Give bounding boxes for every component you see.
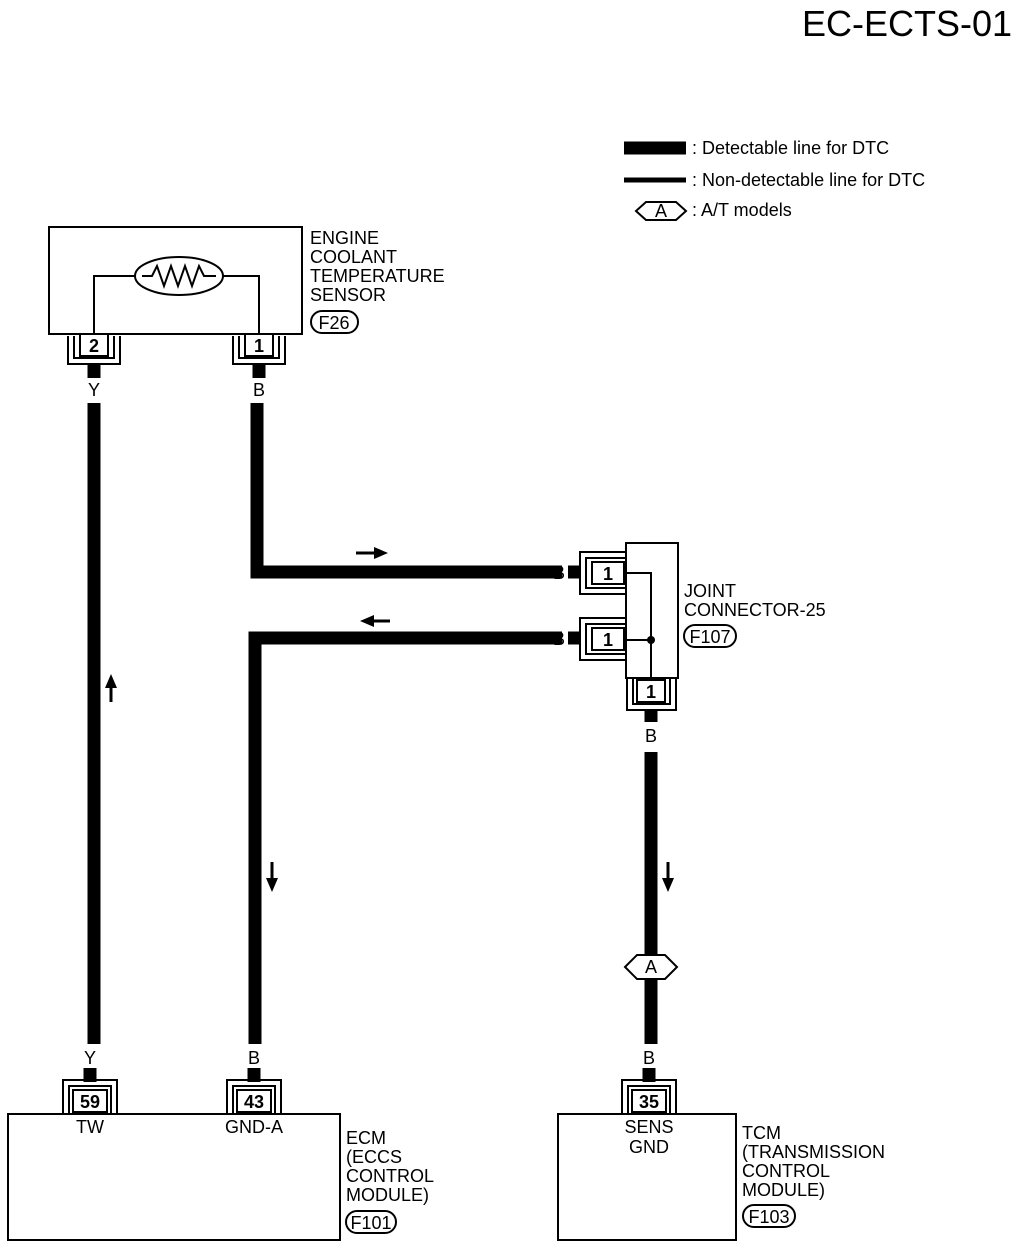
joint-connector-badge [683, 624, 737, 648]
tcm-name-line-4: MODULE) [742, 1180, 825, 1200]
legend: : Detectable line for DTC : Non-detectab… [624, 138, 925, 221]
sensor-internal-wire-left [93, 275, 136, 334]
arrow-down-icon [662, 862, 674, 892]
ecm-module: Y B 59 43 TW GND-A ECM (ECCS CONTROL MOD… [7, 1048, 434, 1241]
wire-color-b-joint-mid: B [553, 629, 565, 649]
ecm-connector-badge [345, 1210, 397, 1234]
joint-name-line-1: JOINT [684, 581, 736, 601]
page-id: EC-ECTS-01 [802, 3, 1012, 44]
legend-non-detectable-text: : Non-detectable line for DTC [692, 170, 925, 190]
joint-pin-mid-box [591, 627, 625, 651]
ecm-name-line-4: MODULE) [346, 1185, 429, 1205]
sensor-pin-1-box [244, 333, 274, 357]
ecm-body [7, 1113, 341, 1241]
ecm-terminal-gnd-a: GND-A [225, 1117, 283, 1137]
wire-b-joint-to-ecm [248, 631, 562, 1044]
legend-at-symbol-letter: A [655, 201, 667, 221]
ecm-terminal-tw: TW [76, 1117, 104, 1137]
sensor-pin-2: 2 [89, 336, 99, 356]
at-marker-letter: A [645, 957, 657, 977]
coolant-temperature-sensor: ENGINE COOLANT TEMPERATURE SENSOR F26 2 … [48, 226, 445, 400]
tcm-terminal-line-2: GND [629, 1137, 669, 1157]
arrow-left-icon [360, 615, 390, 627]
ecm-pin-43-box [236, 1089, 272, 1113]
tcm-connector-id: F103 [748, 1207, 789, 1227]
joint-pin-mid: 1 [603, 630, 613, 650]
sensor-name-line-3: TEMPERATURE [310, 266, 445, 286]
wire-b-sensor-to-joint [250, 403, 562, 579]
wire-color-b-joint-bottom: B [645, 726, 657, 746]
ecm-name-line-1: ECM [346, 1128, 386, 1148]
joint-connector-id: F107 [689, 627, 730, 647]
signal-arrows [105, 547, 674, 892]
legend-detectable-text: : Detectable line for DTC [692, 138, 889, 158]
tcm-name-line-3: CONTROL [742, 1161, 830, 1181]
ecm-pin-43: 43 [244, 1092, 264, 1112]
arrow-right-icon [356, 547, 388, 559]
ecm-pin-43-bracket [226, 1079, 282, 1114]
legend-at-models-text: : A/T models [692, 200, 792, 220]
wires [87, 403, 658, 1044]
tcm-pin-35: 35 [639, 1092, 659, 1112]
sensor-connector-badge [310, 310, 359, 334]
tcm-module: B 35 SENS GND TCM (TRANSMISSION CONTROL … [557, 1048, 885, 1241]
tcm-connector-badge [742, 1204, 796, 1228]
joint-pin-bottom-box [636, 679, 666, 703]
legend-at-symbol [634, 201, 688, 221]
sensor-name-line-4: SENSOR [310, 285, 386, 305]
wire-color-y-bottom: Y [84, 1048, 96, 1068]
tcm-pin-35-bracket [621, 1079, 677, 1114]
sensor-name-line-2: COOLANT [310, 247, 397, 267]
tcm-pin-35-box [631, 1089, 667, 1113]
joint-pin-bottom: 1 [646, 682, 656, 702]
wire-color-y-top: Y [88, 380, 100, 400]
resistor-zigzag-icon [142, 262, 216, 290]
tcm-body [557, 1113, 737, 1241]
sensor-name-line-1: ENGINE [310, 228, 379, 248]
arrow-down-icon [266, 862, 278, 892]
ecm-pin-59-bracket [62, 1079, 118, 1114]
wire-color-b-tcm: B [643, 1048, 655, 1068]
wire-color-b-ecm: B [248, 1048, 260, 1068]
ecm-pin-59-box [72, 1089, 108, 1113]
at-model-marker: A [623, 954, 679, 980]
tcm-terminal-line-1: SENS [624, 1117, 673, 1137]
joint-pin-top-box [591, 561, 625, 585]
at-marker-symbol [623, 954, 679, 980]
joint-pin-top: 1 [603, 564, 613, 584]
joint-connector-25: 1 B 1 B 1 B JOINT CONNECTOR-25 F107 [553, 542, 826, 746]
arrow-up-icon [105, 674, 117, 702]
wire-color-b-joint-top: B [553, 563, 565, 583]
ecm-name-line-3: CONTROL [346, 1166, 434, 1186]
tcm-name-line-1: TCM [742, 1123, 781, 1143]
joint-name-line-2: CONNECTOR-25 [684, 600, 826, 620]
ecm-connector-id: F101 [350, 1213, 391, 1233]
ecm-pin-59: 59 [80, 1092, 100, 1112]
sensor-internal-wire-right [222, 275, 260, 334]
joint-splice-dot [647, 636, 655, 644]
tcm-name-line-2: (TRANSMISSION [742, 1142, 885, 1162]
ecm-name-line-2: (ECCS [346, 1147, 402, 1167]
sensor-pin-1: 1 [254, 336, 264, 356]
wire-color-b-top: B [253, 380, 265, 400]
sensor-pin-2-box [79, 333, 109, 357]
sensor-connector-id: F26 [318, 313, 349, 333]
